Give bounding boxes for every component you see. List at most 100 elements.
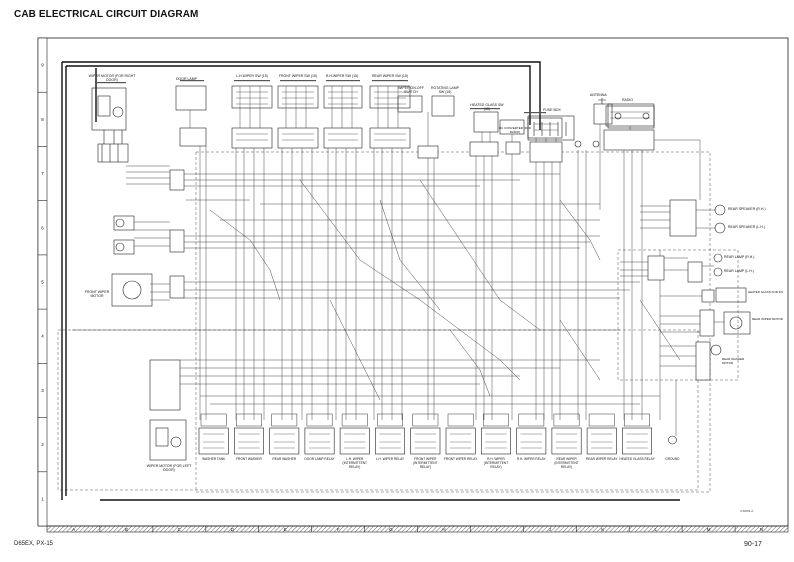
bottom-relay-row — [198, 413, 677, 455]
label-sw-rotating-lamp: ROTATING LAMP SW (15) — [430, 86, 460, 94]
column-label: A — [72, 527, 75, 532]
relay-box — [586, 427, 617, 455]
relay-coil — [271, 413, 298, 427]
relay-contacts — [203, 433, 225, 449]
label-sw-front-wiper: FRONT WIPER SW (15) — [278, 74, 318, 78]
relay-contacts — [485, 433, 507, 449]
relay-contacts — [626, 433, 648, 449]
relay-contacts — [308, 433, 331, 449]
relay-coil — [341, 413, 368, 427]
relay-contacts — [555, 433, 578, 449]
relay-coil — [624, 413, 650, 427]
bottom-unit-label: R.H. WIPER RELAY — [516, 457, 546, 461]
label-radio: RADIO — [622, 98, 634, 102]
column-label: K — [601, 527, 604, 532]
row-label: 7 — [41, 171, 44, 176]
label-heated-glass: HEATED GLASS FOR DS — [748, 290, 783, 294]
bottom-unit-label: FRONT WASHER — [236, 457, 262, 461]
harness-drops — [199, 146, 677, 436]
relay-coil — [377, 413, 403, 427]
bottom-unit-label: REAR WIPER RELAY — [586, 457, 618, 461]
radio-box — [607, 103, 655, 129]
label-rear-wiper-motor: REAR WIPER MOTOR — [752, 317, 783, 321]
label-sw-rh-wiper: R.H.WIPER SW (15) — [325, 74, 359, 78]
fuse-box — [527, 115, 575, 141]
relay-coil — [518, 413, 545, 427]
relay-box — [234, 427, 264, 455]
bottom-unit-label: DOOR LAMP RELAY — [304, 457, 335, 461]
relay-box — [269, 427, 300, 455]
row-label: 2 — [41, 442, 44, 447]
bottom-unit-label: L.H. WIPER RELAY — [375, 457, 405, 461]
label-speaker-left: REAR SPEAKER (L.H.) — [728, 225, 765, 229]
row-label: 1 — [41, 496, 44, 501]
column-label: L — [654, 527, 657, 532]
label-rear-washer-motor: REAR WASHER MOTOR — [722, 357, 745, 365]
bottom-unit-label: WASHER TANK — [202, 457, 226, 461]
fine-print-ticks — [96, 80, 546, 114]
row-label: 6 — [41, 225, 44, 230]
relay-contacts — [379, 433, 401, 449]
relay-box — [375, 427, 405, 455]
right-side-wires — [620, 205, 724, 367]
relay-box — [445, 427, 476, 455]
bottom-unit-label: GROUND — [665, 457, 680, 461]
round-terminals — [574, 140, 600, 148]
relay-box — [516, 427, 547, 455]
wiper-motor-right-door — [91, 87, 129, 163]
label-dc-converter: DC CONVERTER (FOR RADIO) — [498, 126, 532, 134]
row-label: 8 — [41, 117, 44, 122]
wire-crossovers — [209, 179, 681, 401]
bottom-unit-label: FRONT WIPER (INTERMITTENT RELAY) — [413, 457, 438, 469]
column-label: I — [496, 527, 497, 532]
relay-coil — [483, 413, 509, 427]
ground-symbol — [668, 435, 677, 445]
relay-coil — [236, 413, 262, 427]
relay-contacts — [238, 433, 260, 449]
antenna-symbol — [598, 98, 606, 104]
label-sw-lh-wiper: L.H.WIPER SW (15) — [236, 74, 268, 78]
label-sw-rear-wiper: REAR WIPER SW (15) — [372, 74, 408, 78]
document-code: CJ0003-A — [740, 509, 754, 513]
label-front-wiper-motor: FRONT WIPER MOTOR — [84, 290, 110, 298]
power-bus — [61, 61, 680, 501]
bottom-unit-label: HEATED GLASS RELAY — [619, 457, 655, 461]
column-label: J — [549, 527, 551, 532]
label-fuse-box: FUSE BOX — [543, 108, 561, 112]
column-label: B — [125, 527, 128, 532]
left-connectors — [113, 169, 185, 411]
relay-box — [304, 427, 335, 455]
switch-internals — [236, 86, 650, 141]
relay-contacts — [414, 433, 436, 449]
bottom-unit-label: R.H. WIPER (INTERMITTENT RELAY) — [483, 457, 509, 469]
relay-contacts — [344, 433, 366, 449]
relay-box — [339, 427, 370, 455]
column-label: C — [178, 527, 182, 532]
bottom-unit-label: L.H. WIPER (INTERMITTENT RELAY) — [342, 457, 367, 469]
bottom-unit-label: REAR WASHER — [272, 457, 297, 461]
switch-connector-row — [179, 127, 655, 163]
relay-contacts — [273, 433, 295, 449]
row-label: 5 — [41, 280, 44, 285]
column-label: E — [284, 527, 287, 532]
relay-contacts — [591, 433, 613, 449]
column-label: F — [337, 527, 340, 532]
footer-page-number: 90-17 — [744, 541, 762, 548]
right-side-symbols — [710, 204, 751, 356]
bottom-unit-label: REAR WIPER (INTERMITTENT RELAY) — [554, 457, 579, 469]
bottom-unit-label: FRONT WIPER RELAY — [443, 457, 478, 461]
relay-box — [622, 427, 653, 455]
relay-contacts — [520, 433, 542, 449]
right-side-components — [647, 199, 715, 381]
column-label: M — [707, 527, 711, 532]
label-sw-washer: WIPER ON-OFF SWITCH — [398, 86, 424, 94]
footer-model: D65EX, PX-15 — [14, 541, 54, 547]
relay-contacts — [450, 433, 472, 449]
relay-coil — [553, 413, 580, 427]
relay-box — [198, 427, 229, 455]
relay-coil — [200, 413, 227, 427]
label-rear-lamp-lh: REAR LAMP (L.H.) — [724, 269, 754, 273]
relay-box — [480, 427, 511, 455]
